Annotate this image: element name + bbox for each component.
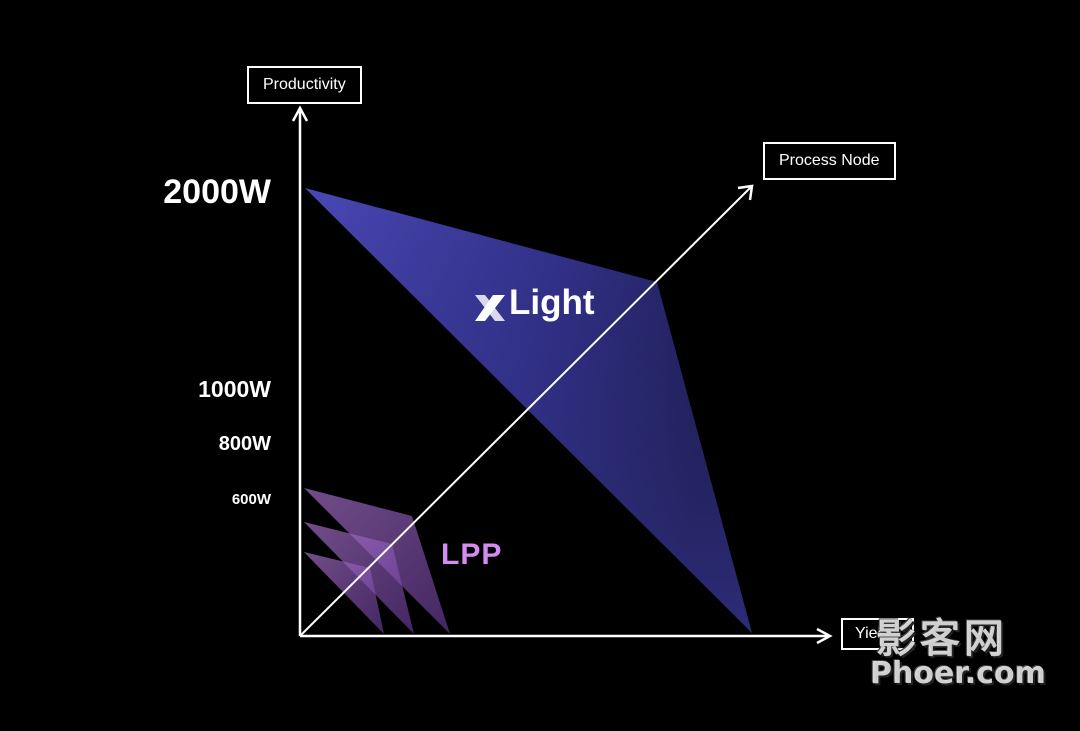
y-axis-label: Productivity — [263, 76, 346, 93]
process-node-axis-line — [299, 186, 752, 637]
x-axis-label: Yield — [855, 625, 890, 642]
y-tick-1000: 1000W — [198, 376, 271, 402]
x-axis-label-box: Yield — [841, 618, 914, 650]
process-node-label-box: Process Node — [763, 142, 896, 180]
process-node-label: Process Node — [779, 152, 880, 169]
xlight-label-text: Light — [509, 283, 595, 322]
y-axis-arrowhead — [291, 105, 309, 122]
y-tick-2000: 2000W — [163, 173, 271, 211]
y-tick-800: 800W — [218, 433, 271, 455]
xlight-region-shading — [305, 188, 752, 633]
xlight-logo-x-icon — [475, 295, 505, 321]
xlight-label: Light — [473, 283, 595, 323]
x-axis-arrowhead — [816, 627, 833, 645]
y-tick-600: 600W — [231, 491, 271, 508]
y-axis-label-box: Productivity — [247, 66, 362, 104]
lpp-label: LPP — [441, 538, 503, 571]
process-node-arrowhead — [737, 184, 754, 201]
